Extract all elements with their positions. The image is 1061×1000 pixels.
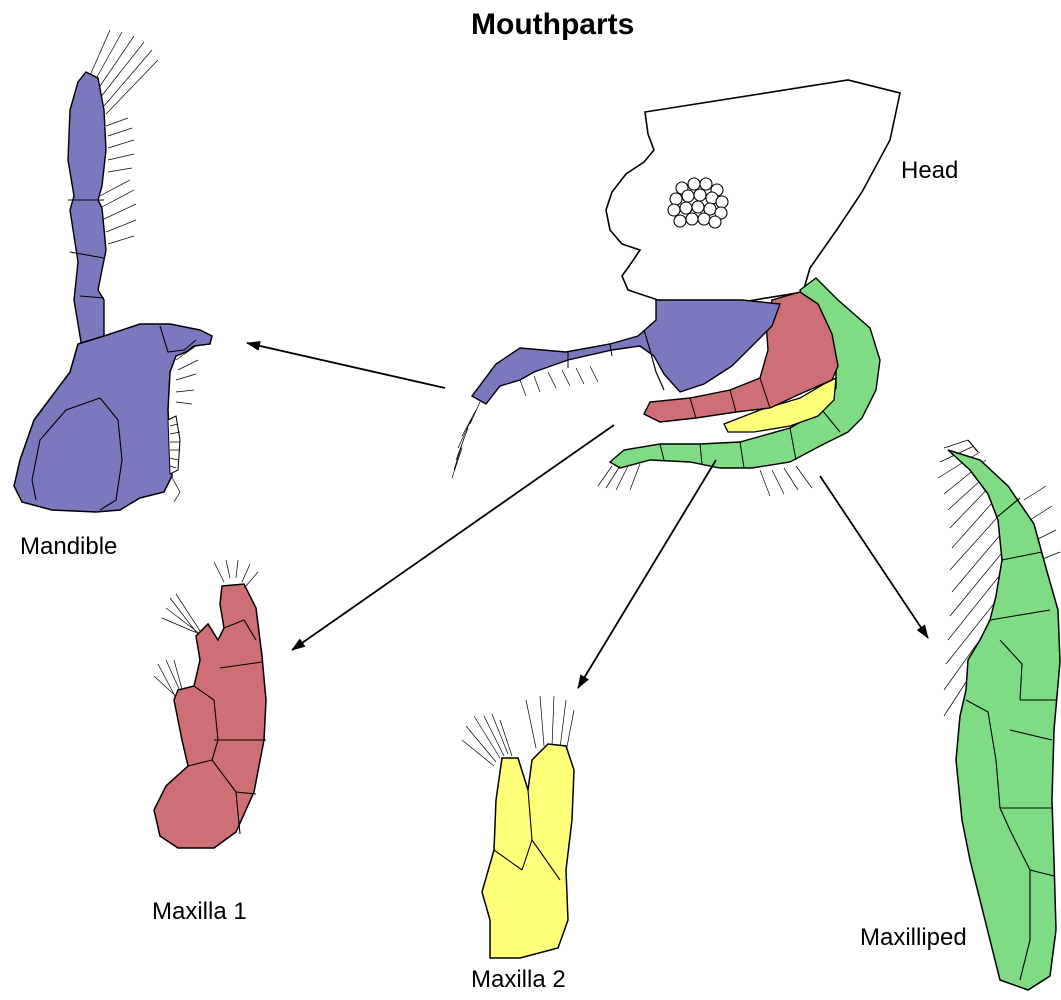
head-illustration (452, 80, 900, 496)
maxilliped-body (948, 450, 1060, 990)
arrow-to-maxilla2 (578, 460, 716, 688)
arrow-to-mandible (247, 343, 445, 388)
maxilliped-illustration (938, 440, 1060, 990)
maxilla1-illustration (154, 560, 266, 848)
arrow-to-maxilla1 (292, 425, 614, 650)
mandible-palp (68, 72, 106, 348)
label-mandible: Mandible (20, 533, 117, 561)
label-maxilliped: Maxilliped (860, 924, 967, 952)
label-head: Head (901, 157, 958, 185)
label-maxilla2: Maxilla 2 (471, 966, 566, 994)
arrow-to-maxilliped (820, 476, 928, 638)
head-capsule (606, 80, 900, 302)
diagram-title: Mouthparts (471, 8, 634, 42)
maxilla1-body (154, 584, 266, 848)
compound-eye (668, 178, 728, 228)
mandible-body (14, 324, 212, 512)
label-maxilla1: Maxilla 1 (152, 898, 247, 926)
maxilla2-illustration (462, 696, 574, 958)
mandible-illustration (14, 30, 212, 512)
